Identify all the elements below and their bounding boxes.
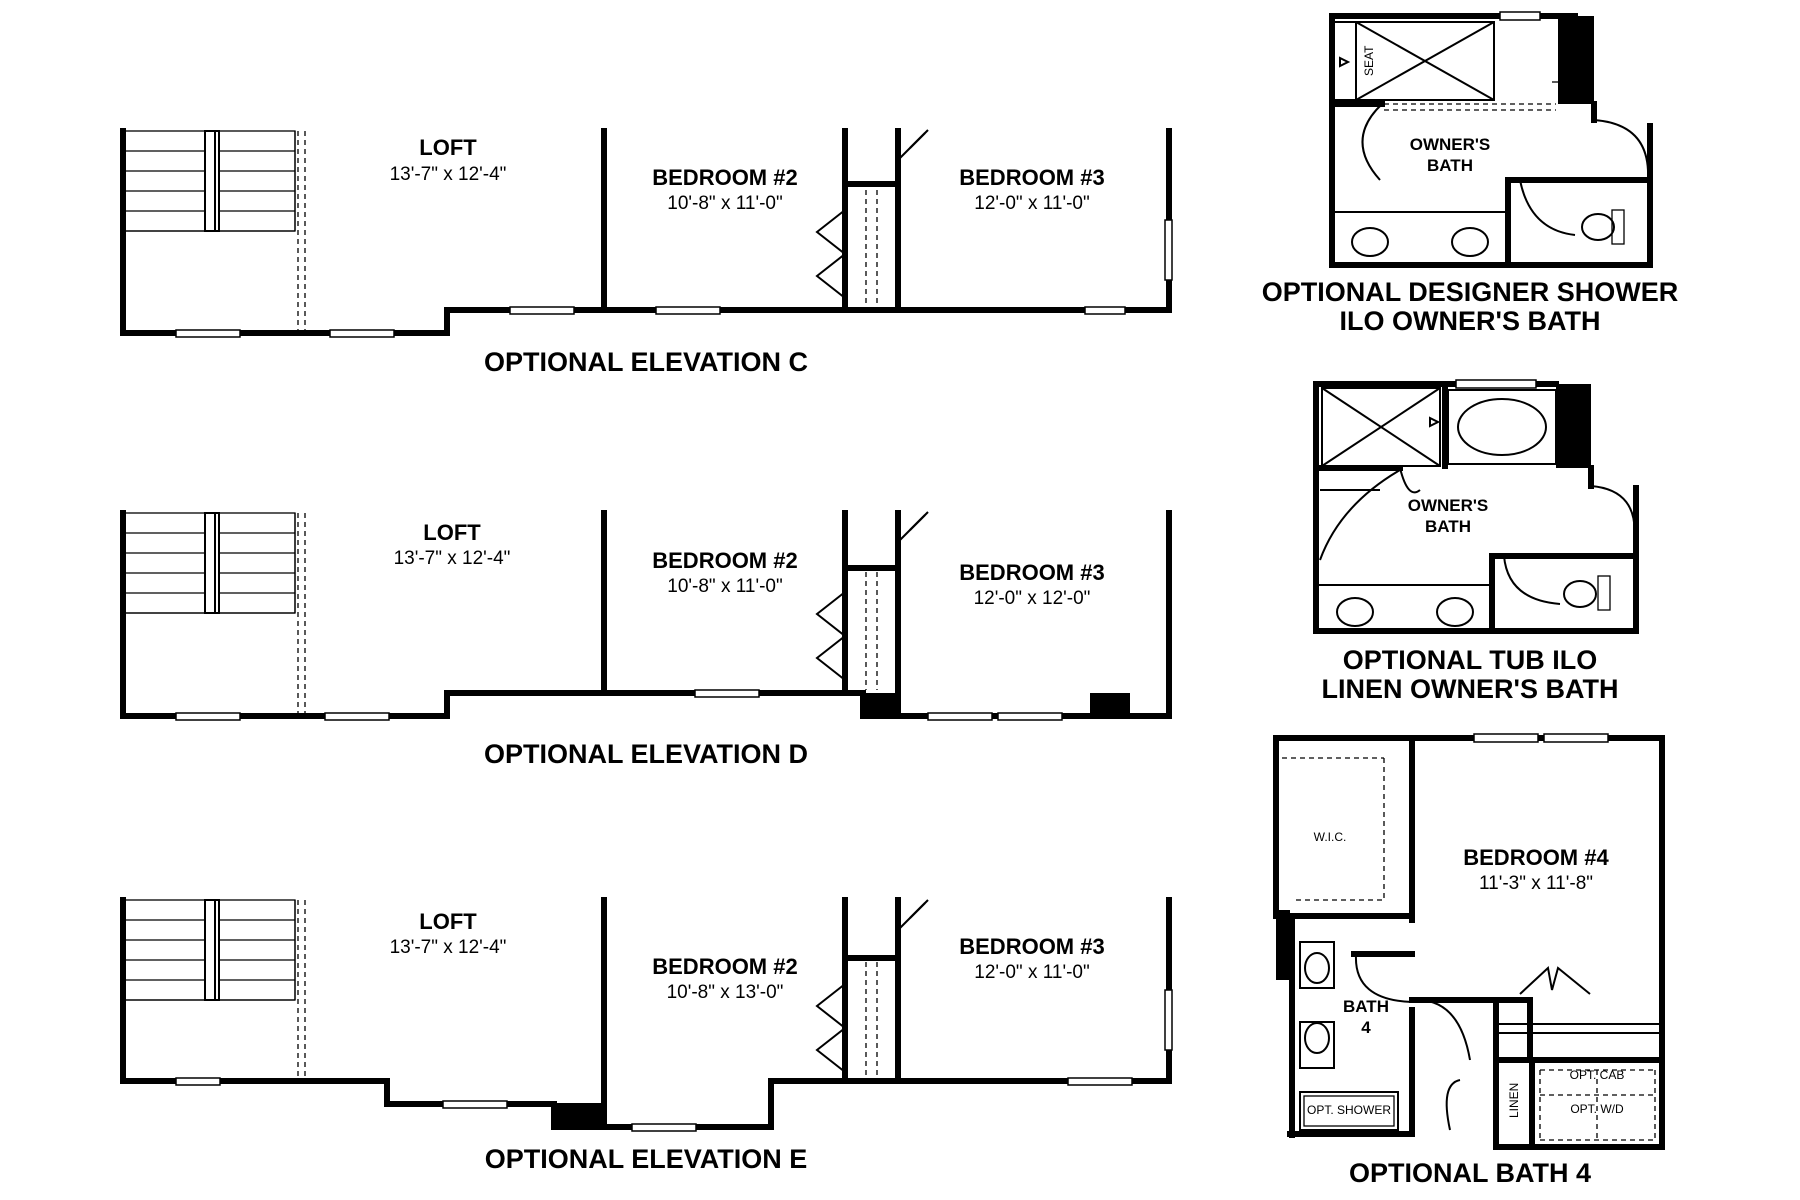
tub-linen-caption-line2: LINEN OWNER'S BATH [1322, 674, 1619, 704]
bath4-bedroom4-name: BEDROOM #4 [1463, 845, 1609, 870]
tub-linen-room-line1: OWNER'S [1408, 496, 1489, 515]
elevation-e-loft-name: LOFT [419, 909, 477, 934]
designer-shower-caption-line2: ILO OWNER'S BATH [1340, 306, 1601, 336]
elevation-e-bedroom2-name: BEDROOM #2 [652, 954, 797, 979]
bath4-plan [1273, 733, 1665, 1150]
designer-shower-seat-label: SEAT [1362, 45, 1376, 76]
bath4-opt-shower-label: OPT. SHOWER [1307, 1103, 1391, 1117]
bath4-opt-wd-label: OPT. W/D [1570, 1102, 1624, 1116]
bath4-bedroom4-dim: 11'-3" x 11'-8" [1479, 873, 1593, 894]
elevation-c-bedroom3-dim: 12'-0" x 11'-0" [974, 193, 1089, 214]
elevation-e-caption: OPTIONAL ELEVATION E [485, 1144, 808, 1174]
tub-linen-caption-line1: OPTIONAL TUB ILO [1343, 645, 1598, 675]
elevation-c-bedroom2-name: BEDROOM #2 [652, 165, 797, 190]
designer-shower-caption-line1: OPTIONAL DESIGNER SHOWER [1262, 277, 1679, 307]
bath4-wic-label: W.I.C. [1314, 830, 1347, 844]
bath4-linen-label: LINEN [1507, 1083, 1521, 1118]
elevation-d-bedroom2-dim: 10'-8" x 11'-0" [667, 576, 782, 597]
elevation-d-bedroom2-name: BEDROOM #2 [652, 548, 797, 573]
designer-shower-plan [1329, 11, 1653, 268]
tub-linen-room-line2: BATH [1425, 517, 1471, 536]
designer-shower-room-line1: OWNER'S [1410, 135, 1491, 154]
elevation-c-bedroom3-name: BEDROOM #3 [959, 165, 1104, 190]
tub-linen-plan [1313, 379, 1639, 634]
elevation-c-loft-dim: 13'-7" x 12'-4" [390, 164, 507, 185]
elevation-d-bedroom3-name: BEDROOM #3 [959, 560, 1104, 585]
elevation-d-plan [120, 510, 1172, 721]
elevation-e-bedroom3-name: BEDROOM #3 [959, 934, 1104, 959]
elevation-c-plan [120, 128, 1173, 338]
elevation-c-loft-name: LOFT [419, 135, 477, 160]
elevation-d-loft-dim: 13'-7" x 12'-4" [394, 548, 511, 569]
elevation-e-plan [120, 897, 1173, 1132]
elevation-d-bedroom3-dim: 12'-0" x 12'-0" [974, 588, 1091, 609]
elevation-c-bedroom2-dim: 10'-8" x 11'-0" [667, 193, 782, 214]
bath4-bath-line2: 4 [1361, 1018, 1371, 1037]
designer-shower-room-line2: BATH [1427, 156, 1473, 175]
elevation-d-loft-name: LOFT [423, 520, 481, 545]
elevation-e-bedroom3-dim: 12'-0" x 11'-0" [974, 962, 1089, 983]
bath4-opt-cab-label: OPT. CAB [1570, 1068, 1625, 1082]
elevation-e-loft-dim: 13'-7" x 12'-4" [390, 937, 507, 958]
bath4-caption: OPTIONAL BATH 4 [1349, 1158, 1591, 1188]
elevation-e-bedroom2-dim: 10'-8" x 13'-0" [667, 982, 784, 1003]
elevation-d-caption: OPTIONAL ELEVATION D [484, 739, 808, 769]
bath4-bath-line1: BATH [1343, 997, 1389, 1016]
elevation-c-caption: OPTIONAL ELEVATION C [484, 347, 808, 377]
